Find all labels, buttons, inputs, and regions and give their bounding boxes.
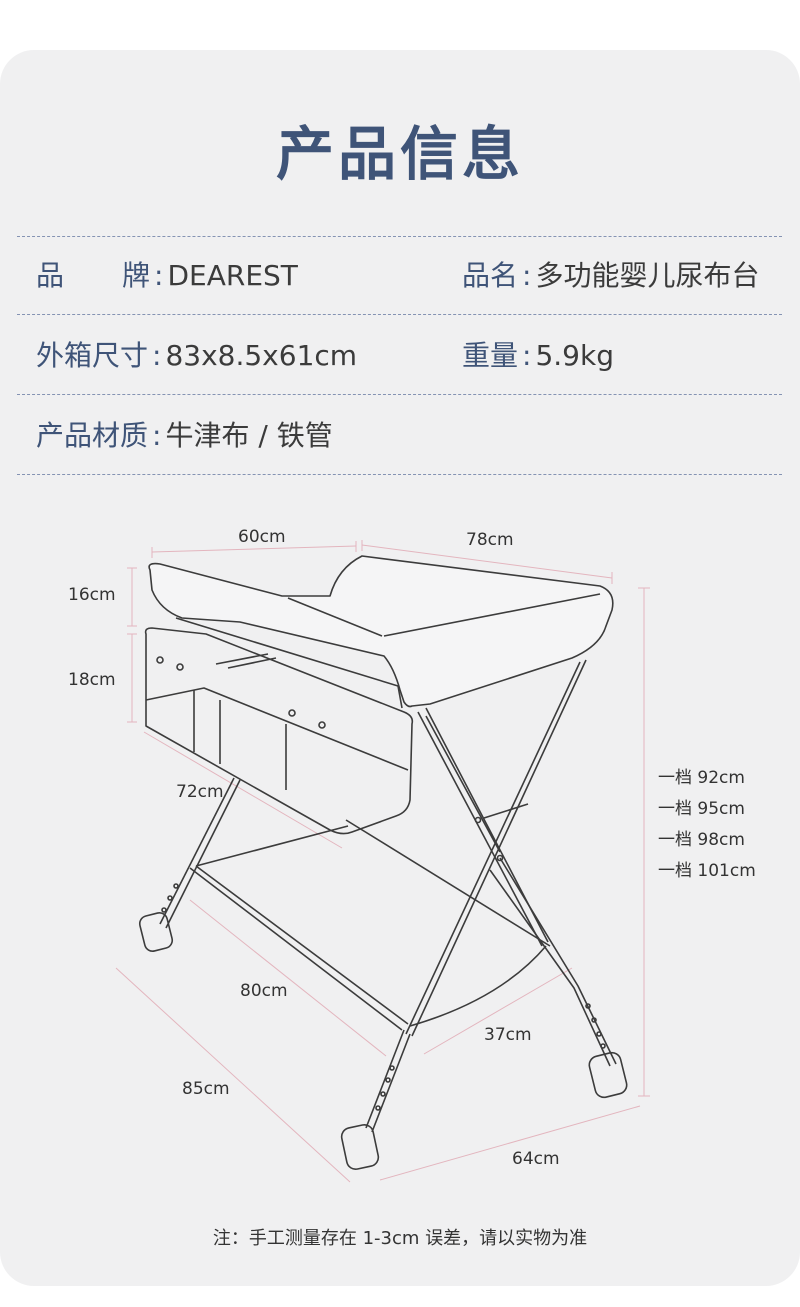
divider [17,474,782,475]
dim-top-length: 78cm [466,530,514,550]
dim-basket-length: 72cm [176,782,224,802]
spec-weight-label: 重量 [462,339,519,372]
dim-lower-width: 37cm [484,1025,532,1045]
spec-weight: 重量:5.9kg [462,336,614,376]
divider [17,394,782,395]
dim-height-level: 一档 92cm [658,768,745,788]
dim-height-level: 一档 98cm [658,830,745,850]
dim-height-level: 一档 101cm [658,861,756,881]
dim-lower-length: 80cm [240,981,288,1001]
dim-height-level: 一档 95cm [658,799,745,819]
spec-separator: : [522,339,532,372]
spec-material: 产品材质:牛津布 / 铁管 [36,416,333,456]
spec-box-size: 外箱尺寸:83x8.5x61cm [36,336,357,376]
spec-brand-label-b: 牌 [122,259,151,292]
spec-separator: : [152,419,162,452]
spec-name-label: 品名 [462,259,519,292]
spec-separator: : [522,259,532,292]
divider [17,314,782,315]
spec-name-value: 多功能婴儿尿布台 [535,259,760,292]
dim-base-length: 85cm [182,1079,230,1099]
dimension-lines [115,540,650,1183]
spec-box-size-label: 外箱尺寸 [36,339,149,372]
spec-brand-value: DEAREST [167,259,298,292]
dim-tray-height: 16cm [68,585,116,605]
dim-basket-height: 18cm [68,670,116,690]
spec-separator: : [154,259,164,292]
spec-material-label: 产品材质 [36,419,149,452]
spec-material-value: 牛津布 / 铁管 [165,419,333,452]
spec-box-size-value: 83x8.5x61cm [165,339,358,372]
dim-top-width: 60cm [238,527,286,547]
table-frame [138,555,628,1170]
spec-weight-value: 5.9kg [535,339,614,372]
spec-brand: 品 牌:DEAREST [36,256,298,296]
measurement-note: 注：手工测量存在 1-3cm 误差，请以实物为准 [212,1228,588,1249]
spec-brand-label-a: 品 [36,259,65,292]
spec-separator: : [152,339,162,372]
divider [17,236,782,237]
page-title: 产品信息 [275,120,524,188]
spec-name: 品名:多功能婴儿尿布台 [462,256,759,296]
dim-base-width: 64cm [512,1149,560,1169]
